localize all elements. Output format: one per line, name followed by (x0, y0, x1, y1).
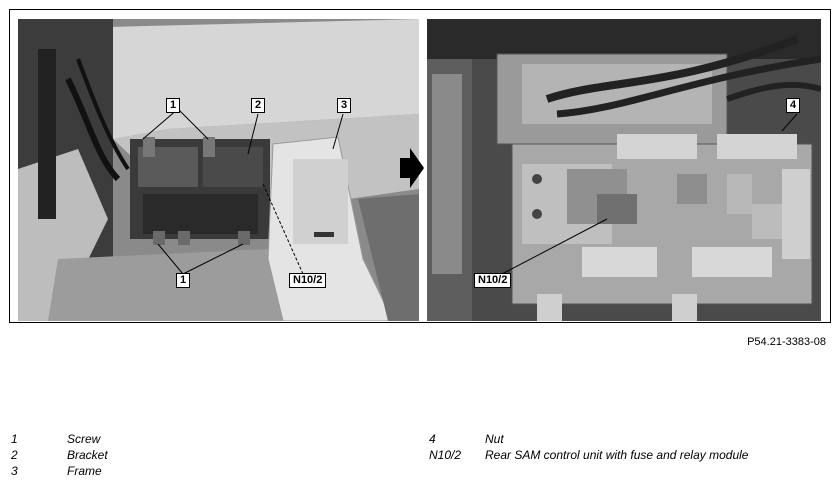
transition-arrow-icon (400, 148, 424, 188)
legend-number: 4 (429, 432, 436, 446)
legend-number: 1 (11, 432, 18, 446)
legend-text: Rear SAM control unit with fuse and rela… (485, 448, 749, 462)
legend-text: Nut (485, 432, 504, 446)
legend-item: 1 Screw (11, 431, 411, 447)
legend-text: Bracket (67, 448, 108, 462)
callout-n10-2-left: N10/2 (289, 273, 327, 288)
callout-2: 2 (251, 98, 266, 113)
legend-right: 4 Nut N10/2 Rear SAM control unit with f… (429, 431, 829, 465)
legend-number: 3 (11, 464, 18, 478)
figure-reference: P54.21-3383-08 (747, 336, 826, 348)
callout-1-top: 1 (166, 98, 181, 113)
legend-number: 2 (11, 448, 18, 462)
legend-number: N10/2 (429, 448, 462, 462)
legend-item: 2 Bracket (11, 447, 411, 463)
legend-item: 3 Frame (11, 463, 411, 479)
legend-text: Frame (67, 464, 102, 478)
legend-text: Screw (67, 432, 101, 446)
callout-4: 4 (786, 98, 801, 113)
legend-left: 1 Screw 2 Bracket 3 Frame (11, 431, 411, 481)
callout-3: 3 (337, 98, 352, 113)
right-photo (427, 19, 821, 321)
legend-item: N10/2 Rear SAM control unit with fuse an… (429, 447, 829, 463)
legend-item: 4 Nut (429, 431, 829, 447)
callout-1-bottom: 1 (176, 273, 191, 288)
left-photo (18, 19, 419, 321)
callout-n10-2-right: N10/2 (474, 273, 512, 288)
